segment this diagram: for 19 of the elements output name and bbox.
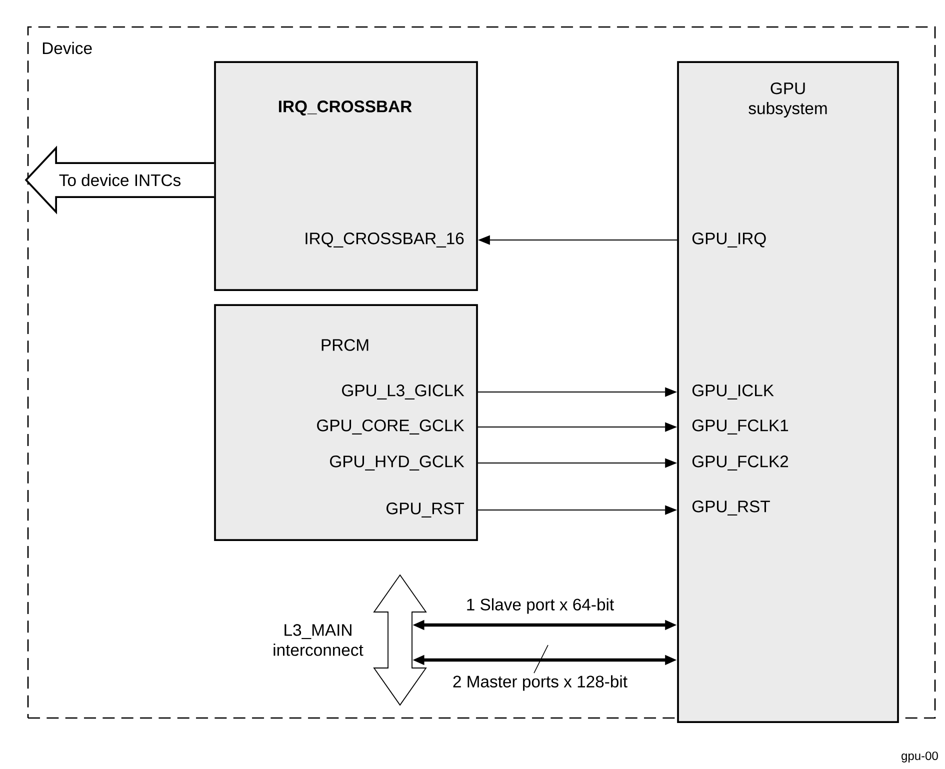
port-label: GPU_RST [386, 502, 464, 518]
edge-label: 1 Slave port x 64-bit [464, 596, 616, 616]
port-label: GPU_L3_GICLK [342, 384, 464, 400]
port-label: GPU_ICLK [692, 384, 774, 400]
edge-label: To device INTCs [58, 172, 182, 188]
port-label: GPU_RST [692, 500, 770, 516]
boundary-label: Device [42, 42, 92, 54]
port-label: IRQ_CROSSBAR_16 [306, 232, 464, 248]
port-label: GPU_HYD_GCLK [330, 456, 464, 470]
port-label: GPU_IRQ [692, 232, 766, 248]
port-label: GPU_FCLK1 [692, 420, 788, 434]
block-title: PRCM [322, 339, 368, 351]
interconnect-label: L3_MAIN interconnect [274, 624, 364, 656]
figure-id: gpu-00 [902, 752, 938, 762]
block-title: GPU subsystem [748, 82, 827, 118]
edge-label: 2 Master ports x 128-bit [451, 674, 629, 692]
port-label: GPU_CORE_GCLK [317, 420, 464, 434]
port-label: GPU_FCLK2 [692, 456, 788, 470]
block-title: IRQ_CROSSBAR [278, 100, 412, 116]
